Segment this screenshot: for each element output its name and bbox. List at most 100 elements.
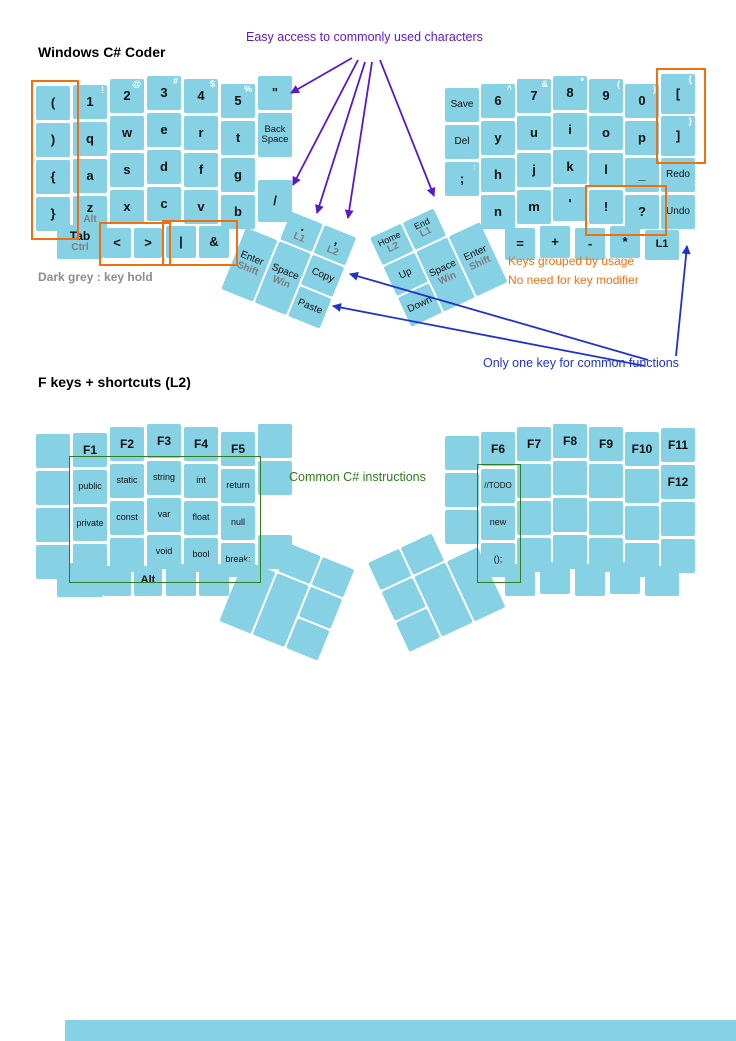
key-label: x xyxy=(123,198,131,214)
key-label: p xyxy=(638,129,646,145)
key-e: e xyxy=(147,113,181,147)
orange-highlight-box xyxy=(99,222,171,266)
key-label: 6 xyxy=(494,92,502,108)
key-label: //TODO xyxy=(484,480,512,490)
key-label: u xyxy=(530,124,538,140)
key-l: l xyxy=(589,153,623,187)
key-c: c xyxy=(147,187,181,221)
key-int: int xyxy=(184,464,218,498)
key-label: bool xyxy=(192,549,210,560)
key-sym-61: = xyxy=(505,228,535,260)
key-w: w xyxy=(110,116,144,150)
key-blank xyxy=(36,471,70,505)
key-sym-40: ( xyxy=(36,86,70,120)
key-public: public xyxy=(73,470,107,504)
shifted-char-label: ! xyxy=(101,85,104,95)
key-blank xyxy=(625,469,659,503)
key-sym-59: ;: xyxy=(445,162,479,196)
key-label: F12 xyxy=(667,474,689,489)
key-f1: F1 xyxy=(73,433,107,467)
key-label: string xyxy=(152,472,175,483)
key-label: 2 xyxy=(123,87,131,103)
key-sym-42: * xyxy=(610,226,640,258)
key-b: b xyxy=(221,195,255,229)
shifted-char-label: : xyxy=(473,162,476,172)
key-label: { xyxy=(50,168,56,184)
key-4: 4$ xyxy=(184,79,218,113)
key-label: g xyxy=(234,166,242,182)
key-label: 7 xyxy=(530,87,538,103)
key-label: o xyxy=(602,124,610,140)
annotation-easy-access: Easy access to commonly used characters xyxy=(246,30,483,44)
key-label: F8 xyxy=(562,433,577,448)
key-label: - xyxy=(587,235,593,251)
purple-arrow xyxy=(344,61,373,219)
key-label: } xyxy=(50,205,56,221)
key-back-space: Back Space xyxy=(258,113,292,157)
key-label: Save xyxy=(450,98,474,110)
shifted-char-label: ^ xyxy=(506,84,512,94)
shifted-char-label: % xyxy=(243,84,252,94)
key-sym-93: ]} xyxy=(661,116,695,156)
key-label: ] xyxy=(675,127,681,143)
key-label: return xyxy=(226,480,250,491)
key-label: b xyxy=(234,203,242,219)
layer2-title: F keys + shortcuts (L2) xyxy=(38,374,191,390)
key-label: F10 xyxy=(631,441,653,456)
shifted-char-label: } xyxy=(688,116,692,126)
key-h: h xyxy=(481,158,515,192)
key-r: r xyxy=(184,116,218,150)
key-label: L1 xyxy=(655,238,669,251)
key-private: private xyxy=(73,507,107,541)
shifted-char-label: $ xyxy=(209,79,215,89)
key-label: F11 xyxy=(667,437,688,452)
key-label: s xyxy=(123,161,131,177)
key-label: float xyxy=(192,512,210,523)
key-label: " xyxy=(271,84,279,100)
key-p: p xyxy=(625,121,659,155)
key-d: d xyxy=(147,150,181,184)
key-label: q xyxy=(86,130,94,146)
key-label: v xyxy=(197,198,205,214)
key-label: Up xyxy=(397,265,414,282)
key-blank xyxy=(610,562,640,594)
key-blank xyxy=(553,461,587,495)
key-label: / xyxy=(273,192,277,208)
key-k: k xyxy=(553,150,587,184)
key-blank xyxy=(445,473,479,507)
key-label: i xyxy=(568,121,572,137)
key-g: g xyxy=(221,158,255,192)
key-label: F3 xyxy=(156,433,171,448)
key-blank xyxy=(57,563,103,597)
key-f6: F6 xyxy=(481,432,515,466)
key-label: new xyxy=(489,517,507,528)
orange-highlight-box xyxy=(31,80,79,240)
key-label: F2 xyxy=(119,436,134,451)
key-0: 0) xyxy=(625,84,659,118)
key-label: c xyxy=(160,195,168,211)
key-del: Del xyxy=(445,125,479,159)
blue-arrow xyxy=(675,245,691,357)
key-sym-45: - xyxy=(575,228,605,260)
key-s: s xyxy=(110,153,144,187)
key-label: 0 xyxy=(638,92,646,108)
key-label: [ xyxy=(675,85,681,101)
key-label: & xyxy=(209,233,219,249)
key-string: string xyxy=(147,461,181,495)
key-new: new xyxy=(481,506,515,540)
key-label: (); xyxy=(493,554,503,565)
key-sym-41: ) xyxy=(36,123,70,157)
key-f7: F7 xyxy=(517,427,551,461)
hold-function-label: L2 xyxy=(325,243,341,259)
key-label: | xyxy=(179,233,183,249)
key-label: F4 xyxy=(193,436,208,451)
key-blank xyxy=(540,562,570,594)
key-label: _ xyxy=(638,166,646,182)
key-label: Del xyxy=(454,135,470,147)
key-f3: F3 xyxy=(147,424,181,458)
key-blank xyxy=(166,564,196,596)
key-label: w xyxy=(121,124,133,140)
key-f2: F2 xyxy=(110,427,144,461)
